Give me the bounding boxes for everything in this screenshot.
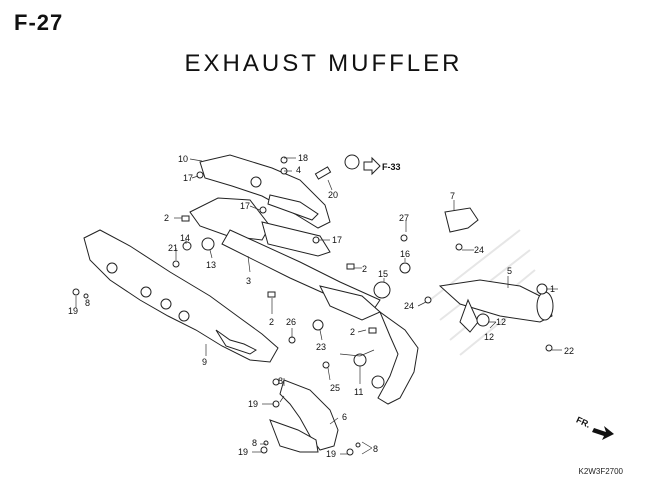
callout-label: 17 <box>240 201 250 211</box>
callout-label: 8 <box>278 376 283 386</box>
figure-title: EXHAUST MUFFLER <box>184 50 463 77</box>
callout-label: 17 <box>183 173 193 183</box>
callout-label: 15 <box>378 269 388 279</box>
front-direction-label: FR. <box>575 415 592 430</box>
callout-label: 11 <box>354 387 363 397</box>
callout-label: 9 <box>202 357 207 367</box>
callout-label: 6 <box>342 412 347 422</box>
callout-label: 12 <box>484 332 494 342</box>
callout-labels: 1 2 2 2 2 3 4 5 6 7 8 8 8 8 9 10 11 12 1… <box>68 153 574 459</box>
callout-label: 2 <box>269 317 274 327</box>
callout-label: 27 <box>399 213 409 223</box>
callout-label: 26 <box>286 317 296 327</box>
callout-label: 24 <box>474 245 484 255</box>
callout-label: 19 <box>238 447 248 457</box>
callout-label: 23 <box>316 342 326 352</box>
callout-label: 1 <box>550 284 555 294</box>
callout-label: 2 <box>164 213 169 223</box>
callout-label: 12 <box>496 317 506 327</box>
callout-label: 3 <box>246 276 251 286</box>
callout-label: 2 <box>350 327 355 337</box>
callout-label: 2 <box>362 264 367 274</box>
callout-label: 8 <box>373 444 378 454</box>
callout-label: 8 <box>85 298 90 308</box>
callout-label: 21 <box>168 243 178 253</box>
leader-lines <box>75 157 562 455</box>
callout-label: 16 <box>400 249 410 259</box>
front-direction-arrow: FR. <box>575 415 614 440</box>
callout-label: 14 <box>180 233 190 243</box>
callout-label: 22 <box>564 346 574 356</box>
callout-label: 5 <box>507 266 512 276</box>
callout-label: 4 <box>296 165 301 175</box>
catalytic-converter <box>438 207 554 333</box>
callout-label: 17 <box>332 235 342 245</box>
exhaust-pipe <box>269 310 419 453</box>
callout-label: 18 <box>298 153 308 163</box>
upper-heat-shield <box>199 154 331 229</box>
callout-label: 24 <box>404 301 414 311</box>
lower-heat-shield <box>189 197 331 257</box>
muffler <box>83 229 279 363</box>
callout-label: 8 <box>252 438 257 448</box>
inner-pipe <box>221 229 381 321</box>
callout-label: 13 <box>206 260 216 270</box>
callout-label: 7 <box>450 191 455 201</box>
diagram-code: K2W3F2700 <box>578 467 623 476</box>
callout-label: 19 <box>248 399 258 409</box>
callout-label: 25 <box>330 383 340 393</box>
reference-arrow: F-33 <box>363 156 401 176</box>
callout-label: 19 <box>68 306 78 316</box>
callout-label: 19 <box>326 449 336 459</box>
callout-label: 10 <box>178 154 188 164</box>
figure-code: F-27 <box>14 10 64 35</box>
reference-label: F-33 <box>382 162 401 172</box>
callout-label: 20 <box>328 190 338 200</box>
